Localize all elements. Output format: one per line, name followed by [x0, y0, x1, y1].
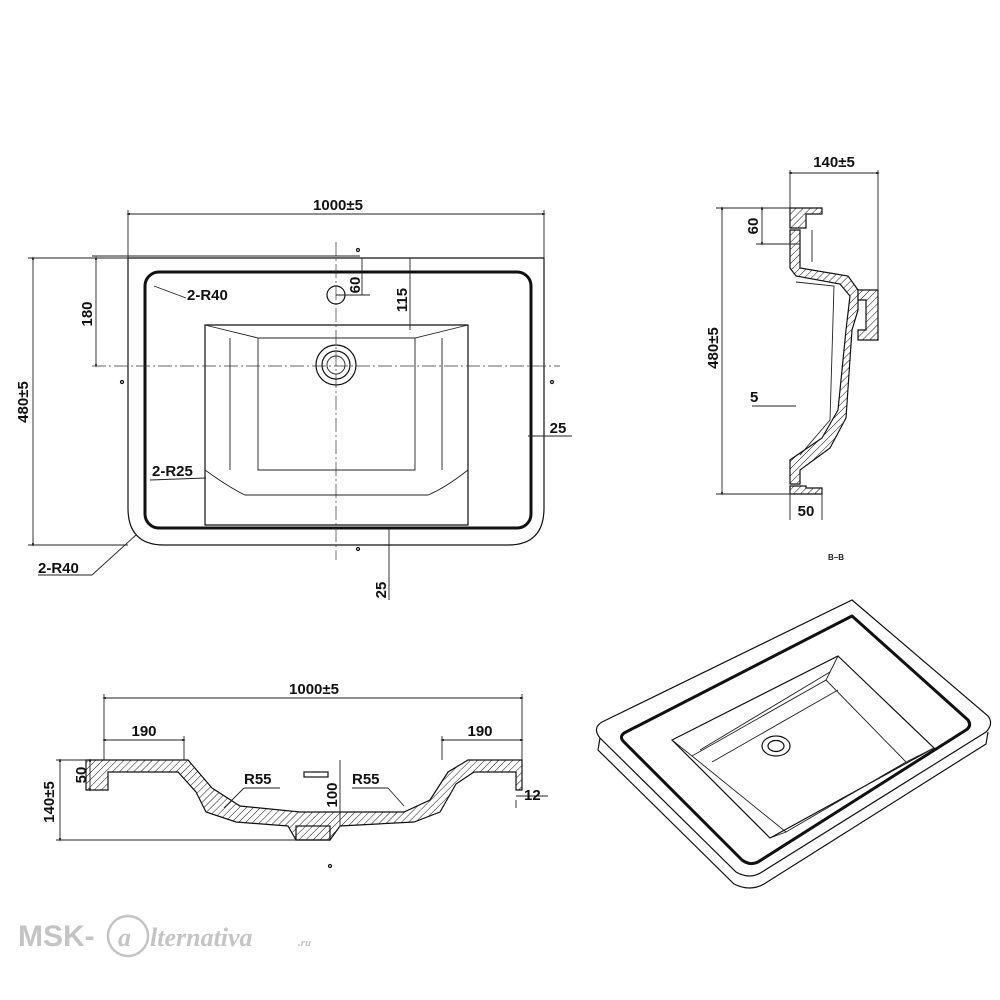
front-view: 1000±5 190 190 50 140±5 100 R55 R55 12	[41, 681, 548, 869]
top-rim-outline	[143, 270, 533, 530]
side-depth-label: 480±5	[705, 327, 722, 369]
top-view: 1000±5 480±5 180 115 60 25 25 2-R40 2-R2…	[15, 197, 572, 600]
front-rim-height: 50	[73, 767, 90, 784]
front-thickness: 12	[524, 787, 541, 804]
front-width-label: 1000±5	[289, 681, 339, 698]
front-section-profile	[85, 759, 523, 841]
isometric-view	[595, 599, 992, 889]
front-total-height: 140±5	[41, 781, 58, 823]
front-ledge-right: 190	[467, 723, 492, 740]
side-dim-60: 60	[745, 218, 762, 235]
front-ledge-left: 190	[131, 723, 156, 740]
iso-basin	[670, 655, 936, 839]
front-radius-right: R55	[352, 771, 380, 788]
top-dim-180: 180	[79, 301, 96, 326]
iso-top-outline	[595, 599, 992, 877]
side-section-label: B–B	[828, 553, 844, 562]
top-bowl-corner-label: 2-R25	[152, 463, 193, 480]
top-corner-outer-label: 2-R40	[38, 560, 79, 577]
side-dim-140: 140±5	[813, 154, 855, 171]
watermark: MSK- a lternativa .ru	[18, 914, 311, 958]
top-corner-inner-label: 2-R40	[187, 287, 228, 304]
top-dim-25-right: 25	[550, 420, 567, 437]
watermark-letter: a	[118, 923, 131, 952]
watermark-prefix: MSK-	[18, 920, 95, 953]
watermark-suffix: .ru	[298, 937, 311, 949]
side-drain-stub	[857, 289, 879, 341]
top-width-label: 1000±5	[313, 197, 363, 214]
watermark-logo-icon	[106, 914, 150, 958]
side-dim-5: 5	[750, 389, 758, 406]
top-outer-outline	[127, 257, 545, 546]
top-depth-label: 480±5	[15, 381, 32, 423]
side-section-top	[789, 207, 823, 229]
side-dim-50: 50	[798, 503, 815, 520]
top-dim-115: 115	[394, 288, 411, 312]
top-basin	[204, 324, 469, 526]
watermark-brand: lternativa	[150, 923, 253, 952]
side-view: 140±5 480±5 60 5 50 B–B	[705, 154, 880, 562]
iso-rim-inner	[619, 614, 972, 866]
top-dim-25-bottom: 25	[373, 582, 390, 599]
side-section-wall	[789, 229, 859, 485]
front-bowl-depth: 100	[324, 782, 341, 807]
iso-drain	[761, 735, 791, 757]
front-radius-left: R55	[244, 771, 272, 788]
top-dim-60: 60	[347, 277, 364, 294]
side-section-bottom	[789, 485, 823, 495]
